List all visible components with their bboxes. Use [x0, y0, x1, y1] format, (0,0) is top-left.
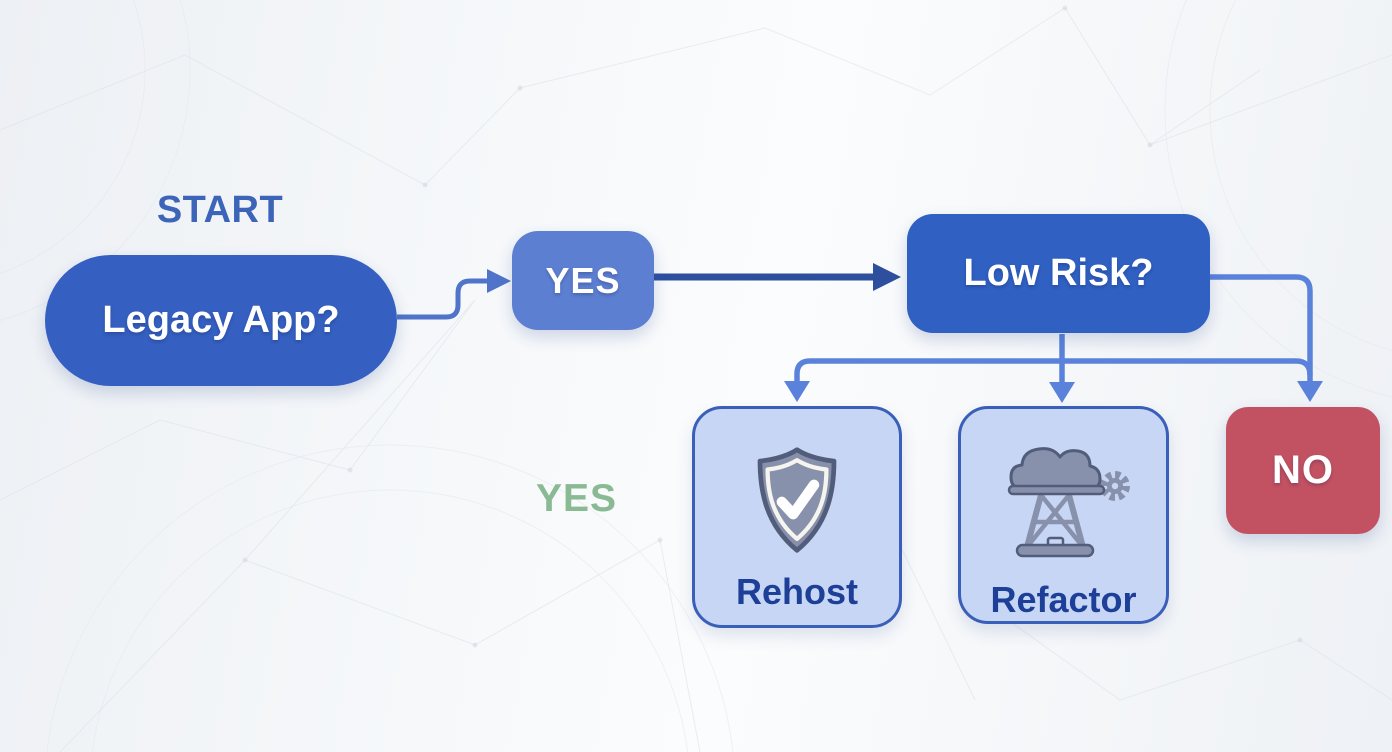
- connector-branch-rehost: [794, 358, 1062, 383]
- connector-lowrisk-to-no: [1210, 274, 1313, 383]
- node-refactor: Refactor: [958, 406, 1169, 624]
- connector-legacy-to-yes: [397, 278, 487, 320]
- arrowhead-no: [1297, 381, 1323, 402]
- cloud-tower-gear-icon: [1007, 447, 1130, 558]
- refactor-label: Refactor: [990, 579, 1137, 620]
- yes-label: YES: [545, 259, 621, 301]
- node-yes: YES: [512, 231, 654, 330]
- node-legacy-app: Legacy App?: [45, 255, 397, 386]
- shield-check-icon: [757, 447, 837, 553]
- arrowhead-yes: [487, 269, 511, 293]
- connector-branch-right: [1062, 358, 1313, 376]
- node-low-risk: Low Risk?: [907, 214, 1210, 333]
- arrowhead-lowrisk: [873, 263, 901, 291]
- legacy-app-label: Legacy App?: [102, 299, 340, 341]
- rehost-label: Rehost: [735, 571, 858, 612]
- low-risk-label: Low Risk?: [963, 252, 1154, 294]
- yes-branch-label: YES: [536, 477, 618, 520]
- node-rehost: Rehost: [692, 406, 902, 628]
- arrowhead-rehost: [784, 381, 810, 402]
- no-label: NO: [1272, 448, 1334, 492]
- arrowhead-refactor: [1049, 382, 1075, 403]
- start-label: START: [156, 189, 284, 231]
- node-no: NO: [1226, 407, 1380, 534]
